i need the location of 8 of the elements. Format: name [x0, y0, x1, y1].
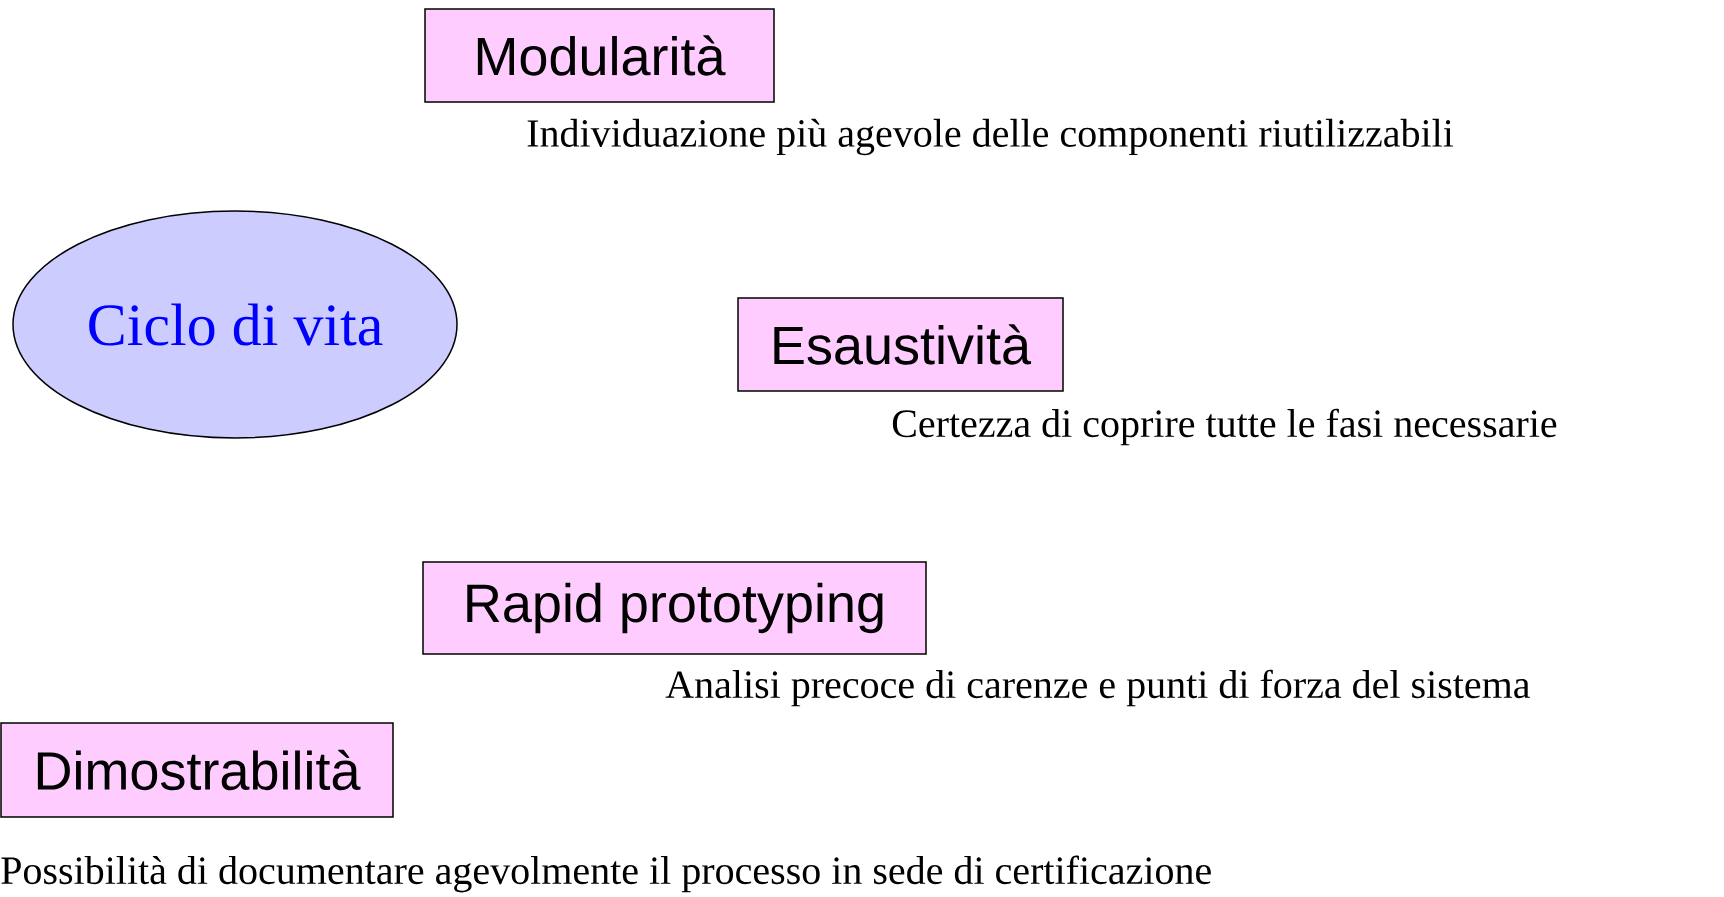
description-text: Analisi precoce di carenze e punti di forza del sistema [665, 669, 1530, 707]
label-box: Esaustività [737, 297, 1064, 392]
description-text: Certezza di coprire tutte le fasi necessarie [892, 408, 1557, 446]
description-text: Individuazione più agevole delle componenti riutilizzabili [527, 118, 1454, 156]
description-text: Possibilità di documentare agevolmente il processo in sede di certificazione [1, 855, 1211, 893]
label-box: Rapid prototyping [422, 561, 927, 655]
label-box: Modularità [424, 8, 775, 103]
label-box: Dimostrabilità [0, 722, 394, 818]
